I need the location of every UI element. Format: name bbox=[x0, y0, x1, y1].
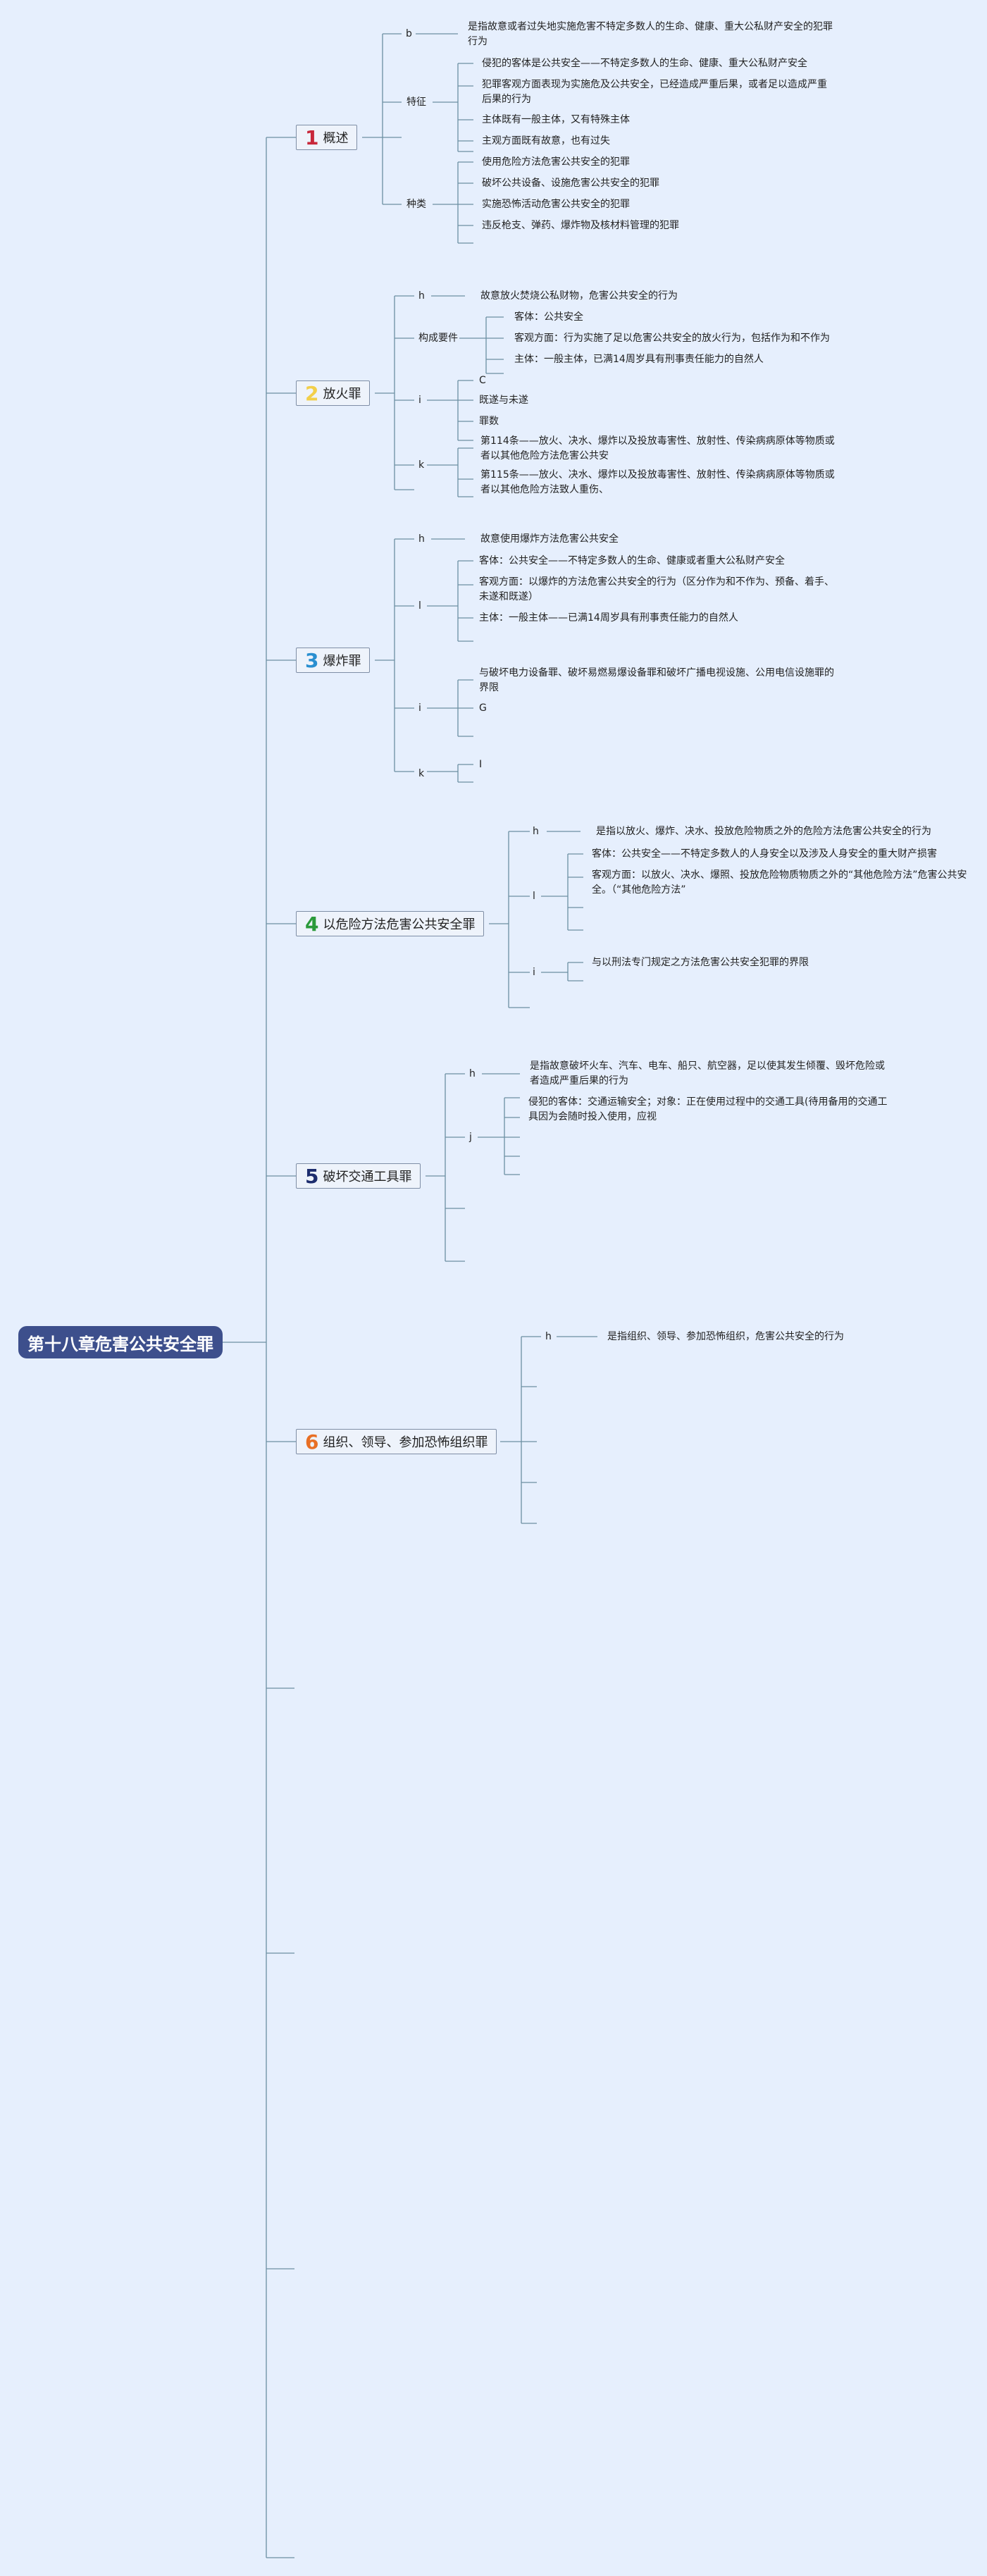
node-elements[interactable]: 构成要件 bbox=[418, 333, 458, 344]
node-j[interactable]: j bbox=[469, 1132, 472, 1143]
topic-number: 2 bbox=[305, 381, 319, 405]
feature-item[interactable]: 主体既有一般主体，又有特殊主体 bbox=[482, 114, 630, 125]
node-h[interactable]: h bbox=[545, 1331, 552, 1342]
l-item[interactable]: 主体：一般主体——已满14周岁具有刑事责任能力的自然人 bbox=[479, 612, 738, 624]
topic-label: 概述 bbox=[323, 131, 349, 146]
i-item[interactable]: G bbox=[479, 702, 487, 714]
feature-item[interactable]: 主观方面既有故意，也有过失 bbox=[482, 135, 610, 147]
node-l[interactable]: l bbox=[533, 891, 535, 902]
node-k[interactable]: k bbox=[418, 459, 425, 471]
type-item[interactable]: 使用危险方法危害公共安全的犯罪 bbox=[482, 156, 630, 168]
topic-number: 3 bbox=[305, 648, 319, 672]
topic-5-sabotage-vehicles[interactable]: 5 破坏交通工具罪 bbox=[296, 1163, 421, 1189]
node-h[interactable]: h bbox=[469, 1068, 476, 1079]
node-definition[interactable]: 是指以放火、爆炸、决水、投放危险物质之外的危险方法危害公共安全的行为 bbox=[596, 826, 931, 837]
k-item[interactable]: 第114条——放火、决水、爆炸以及投放毒害性、放射性、传染病病原体等物质或者以其… bbox=[480, 435, 835, 462]
l-item[interactable]: 客体：公共安全——不特定多数人的人身安全以及涉及人身安全的重大财产损害 bbox=[592, 848, 937, 860]
element-item[interactable]: 客观方面：行为实施了足以危害公共安全的放火行为，包括作为和不作为 bbox=[514, 333, 830, 344]
topic-1-overview[interactable]: 1 概述 bbox=[296, 125, 358, 150]
topic-number: 4 bbox=[305, 912, 319, 936]
node-i[interactable]: i bbox=[418, 702, 421, 714]
j-item[interactable]: 侵犯的客体：交通运输安全；对象：正在使用过程中的交通工具(待用备用的交通工具因为… bbox=[528, 1096, 888, 1122]
k-item[interactable]: 第115条——放火、决水、爆炸以及投放毒害性、放射性、传染病病原体等物质或者以其… bbox=[480, 469, 835, 495]
topic-number: 1 bbox=[305, 125, 319, 149]
topic-4-dangerous-methods[interactable]: 4 以危险方法危害公共安全罪 bbox=[296, 911, 485, 936]
type-item[interactable]: 破坏公共设备、设施危害公共安全的犯罪 bbox=[482, 178, 659, 189]
node-l[interactable]: l bbox=[418, 600, 421, 612]
i-item[interactable]: 与破坏电力设备罪、破坏易燃易爆设备罪和破坏广播电视设施、公用电信设施罪的界限 bbox=[479, 667, 834, 693]
l-item[interactable]: 客观方面：以爆炸的方法危害公共安全的行为（区分作为和不作为、预备、着手、未遂和既… bbox=[479, 576, 834, 602]
topic-label: 以危险方法危害公共安全罪 bbox=[323, 917, 476, 932]
node-definition[interactable]: 故意使用爆炸方法危害公共安全 bbox=[480, 533, 619, 545]
node-h[interactable]: h bbox=[533, 826, 539, 837]
node-types[interactable]: 种类 bbox=[406, 199, 426, 210]
node-h[interactable]: h bbox=[418, 290, 425, 302]
feature-item[interactable]: 侵犯的客体是公共安全——不特定多数人的生命、健康、重大公私财产安全 bbox=[482, 58, 807, 69]
topic-label: 组织、领导、参加恐怖组织罪 bbox=[323, 1435, 488, 1450]
node-b[interactable]: b bbox=[406, 28, 412, 39]
i-item[interactable]: 罪数 bbox=[479, 416, 499, 427]
element-item[interactable]: 主体：一般主体，已满14周岁具有刑事责任能力的自然人 bbox=[514, 354, 764, 365]
topic-label: 放火罪 bbox=[323, 387, 361, 402]
type-item[interactable]: 实施恐怖活动危害公共安全的犯罪 bbox=[482, 199, 630, 210]
element-item[interactable]: 客体：公共安全 bbox=[514, 311, 583, 323]
type-item[interactable]: 违反枪支、弹药、爆炸物及核材料管理的犯罪 bbox=[482, 220, 679, 231]
node-definition[interactable]: 是指故意或者过失地实施危害不特定多数人的生命、健康、重大公私财产安全的犯罪行为 bbox=[468, 21, 833, 47]
topic-label: 破坏交通工具罪 bbox=[323, 1170, 412, 1184]
node-definition[interactable]: 是指故意破坏火车、汽车、电车、船只、航空器，足以使其发生倾覆、毁坏危险或者造成严… bbox=[530, 1060, 885, 1086]
feature-item[interactable]: 犯罪客观方面表现为实施危及公共安全，已经造成严重后果，或者足以造成严重后果的行为 bbox=[482, 79, 827, 105]
topic-2-arson[interactable]: 2 放火罪 bbox=[296, 380, 371, 406]
node-h[interactable]: h bbox=[418, 533, 425, 545]
root-topic[interactable]: 第十八章危害公共安全罪 bbox=[18, 1326, 223, 1358]
topic-label: 爆炸罪 bbox=[323, 654, 361, 669]
node-definition[interactable]: 是指组织、领导、参加恐怖组织，危害公共安全的行为 bbox=[607, 1331, 844, 1342]
node-k[interactable]: k bbox=[418, 768, 425, 779]
i-item[interactable]: 与以刑法专门规定之方法危害公共安全犯罪的界限 bbox=[592, 957, 809, 968]
node-i[interactable]: i bbox=[418, 395, 421, 406]
node-features[interactable]: 特征 bbox=[406, 97, 426, 108]
l-item[interactable]: 客体：公共安全——不特定多数人的生命、健康或者重大公私财产安全 bbox=[479, 555, 785, 566]
topic-number: 6 bbox=[305, 1430, 319, 1454]
topic-number: 5 bbox=[305, 1164, 319, 1188]
l-item[interactable]: 客观方面：以放火、决水、爆照、投放危险物质物质之外的“其他危险方法”危害公共安全… bbox=[592, 869, 967, 896]
node-definition[interactable]: 故意放火焚烧公私财物，危害公共安全的行为 bbox=[480, 290, 678, 302]
node-i[interactable]: i bbox=[533, 967, 535, 978]
topic-6-terrorist-organization[interactable]: 6 组织、领导、参加恐怖组织罪 bbox=[296, 1429, 497, 1454]
k-item[interactable]: I bbox=[479, 759, 483, 770]
topic-3-explosion[interactable]: 3 爆炸罪 bbox=[296, 648, 371, 673]
i-item[interactable]: 既遂与未遂 bbox=[479, 395, 528, 406]
i-item[interactable]: C bbox=[479, 375, 486, 386]
